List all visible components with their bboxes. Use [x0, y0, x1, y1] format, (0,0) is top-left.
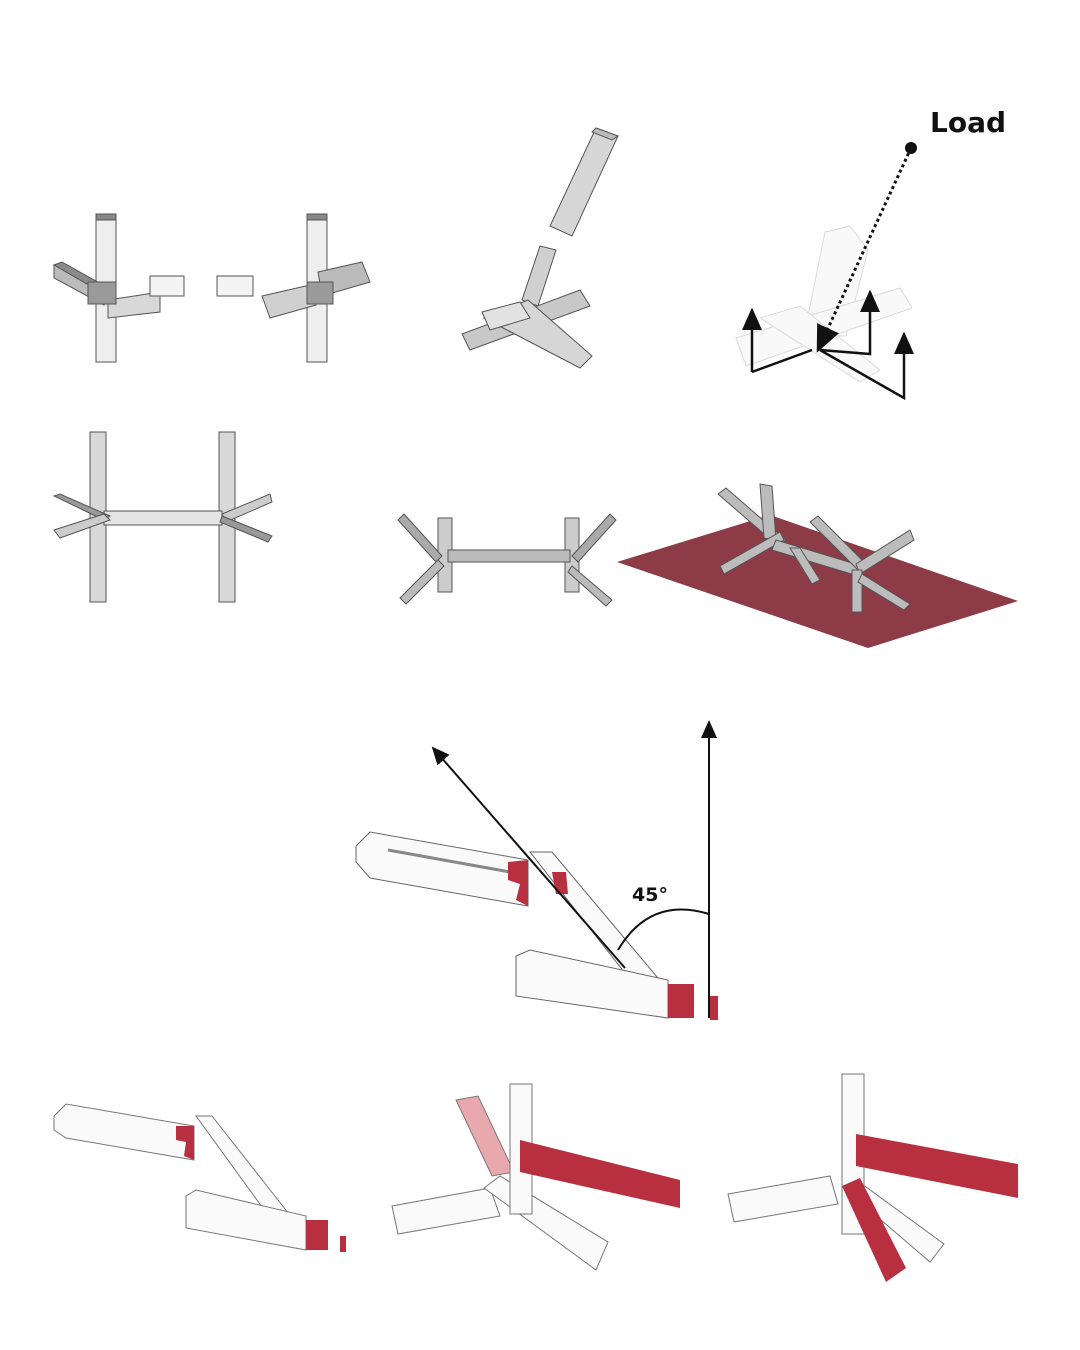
frame-top-view [52, 431, 273, 603]
joint-pair-top-view [52, 213, 371, 363]
frame-on-ground-plane [617, 483, 1018, 648]
load-point [905, 142, 917, 154]
joint-step-2 [391, 1083, 680, 1271]
45-degree-vector [431, 746, 626, 969]
angle-annotation [431, 720, 717, 1018]
joint-step-1 [53, 1103, 346, 1252]
angle-label: 45° [632, 884, 668, 906]
load-diagram [735, 142, 917, 401]
joint-step-3 [727, 1073, 1018, 1282]
load-label: Load [930, 106, 1007, 139]
joint-45-degree-detail [355, 831, 718, 1020]
load-vector [816, 147, 913, 353]
frame-perspective [397, 513, 617, 607]
exploded-joint [461, 127, 620, 369]
angle-arc [617, 908, 710, 951]
